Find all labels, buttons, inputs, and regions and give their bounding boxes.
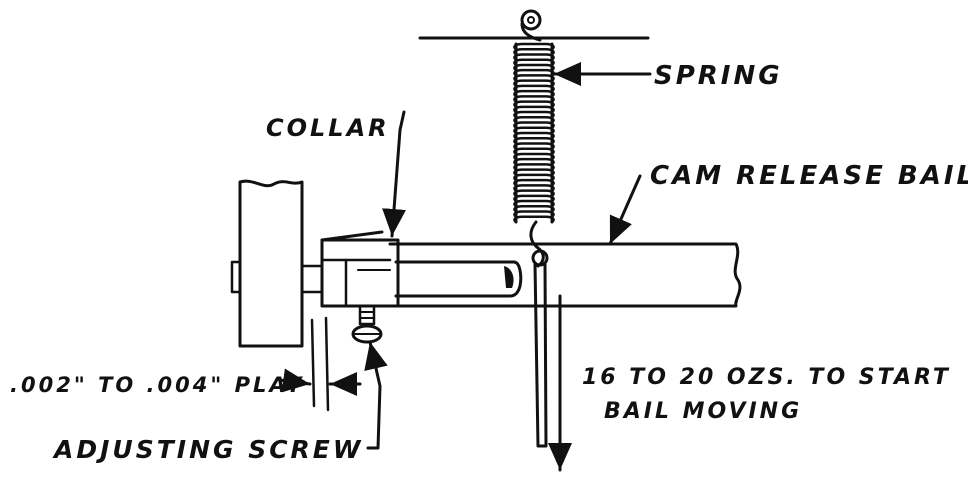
label-adjusting-screw: ADJUSTING SCREW — [52, 435, 363, 464]
label-play: .002" TO .004" PLAY — [10, 373, 304, 397]
spring-bottom-hook — [529, 220, 545, 268]
spring-coil-turn — [513, 173, 555, 182]
spring-coil-turn — [513, 126, 555, 135]
spring-coil-turn — [513, 142, 555, 150]
spring-coil-turn — [513, 152, 555, 161]
spring-coil-turn — [513, 110, 555, 119]
spring-coil-turn — [513, 147, 555, 156]
spring-coil-turn — [513, 205, 555, 213]
pull-wire — [531, 249, 549, 448]
spring-coil-turn — [513, 74, 555, 82]
spring-top-eye — [520, 9, 542, 42]
spring-coil-turn — [513, 184, 555, 192]
spring-coil-turn — [513, 47, 555, 56]
spring-coil-turn — [513, 131, 555, 140]
spring-coil-turn — [513, 121, 555, 130]
spring-coil-turn — [513, 163, 555, 171]
label-force-line2: BAIL MOVING — [604, 399, 802, 424]
label-force-line1: 16 TO 20 OZS. TO START — [582, 365, 951, 390]
spring-coil-turn — [513, 53, 555, 61]
spring-coil-turn — [513, 168, 555, 177]
label-collar: COLLAR — [266, 114, 390, 142]
adjusting-screw — [351, 304, 383, 344]
spring-coil-turn — [513, 89, 555, 98]
spring-coil-turn — [513, 95, 555, 103]
bail-shaft — [388, 242, 742, 308]
spring-coil-turn — [513, 63, 555, 72]
spring-coil-turn — [513, 116, 555, 124]
spring-coil-turn — [513, 189, 555, 198]
spring-coil-turn — [513, 210, 555, 219]
spring-coil-turn — [513, 84, 555, 93]
collar-leader — [382, 110, 406, 238]
play-leader-left — [278, 368, 312, 393]
left-hub-block — [230, 179, 324, 348]
play-gap-line-right — [324, 316, 330, 412]
spring-coil-turn — [513, 178, 555, 187]
spring-coil-turn — [513, 215, 555, 224]
spring-coil-turn — [513, 105, 555, 114]
play-gap-line-left — [310, 318, 316, 408]
spring-coil-turn — [513, 79, 555, 88]
spring-coil-turn — [513, 136, 555, 145]
spring-coil-turn — [513, 42, 555, 51]
spring-coil-turn — [513, 100, 555, 109]
label-spring: SPRING — [654, 61, 783, 91]
label-cam-release-bail: CAM RELEASE BAIL — [650, 161, 968, 191]
spring-coil-turn — [513, 157, 555, 166]
spring-coil — [513, 42, 555, 224]
adjusting-screw-leader — [364, 340, 388, 450]
collar — [320, 230, 400, 308]
spring-coil-turn — [513, 58, 555, 67]
spring-coil-turn — [513, 199, 555, 208]
spring-coil-turn — [513, 194, 555, 203]
cam-release-bail-leader — [608, 174, 642, 246]
